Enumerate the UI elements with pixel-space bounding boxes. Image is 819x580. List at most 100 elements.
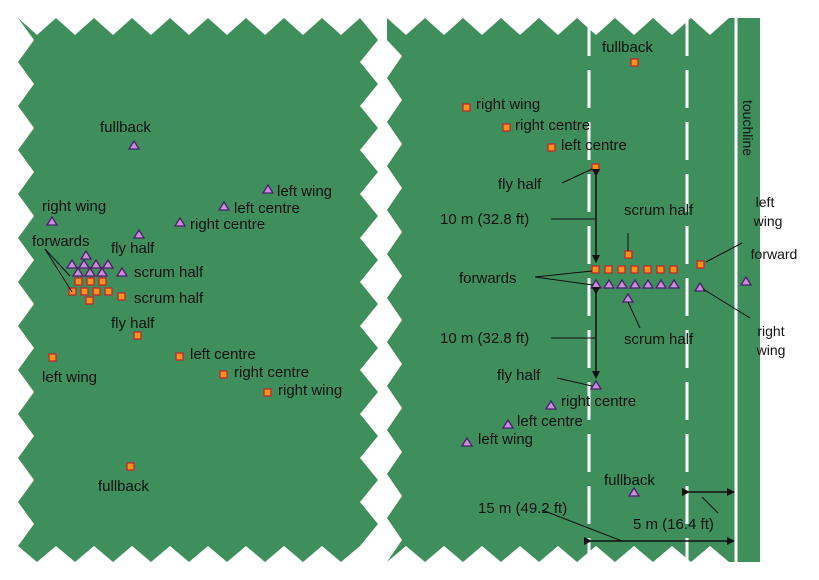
triangle-marker [739,275,753,286]
forwards-pointer [44,248,71,277]
triangle-marker [460,436,474,447]
label-right-centre: right centre [234,364,309,381]
square-marker [92,287,101,296]
forwards-pointer [44,248,73,293]
square-marker [591,265,600,274]
square-marker [462,103,471,112]
square-marker [48,353,57,362]
square-marker [643,265,652,274]
square-marker [591,163,600,172]
square-marker [86,277,95,286]
forwards-pointer [534,276,594,286]
square-marker [80,287,89,296]
triangle-marker [101,258,115,269]
label-right-wing-line1: right [757,323,784,339]
label-fly-half: fly half [111,240,155,257]
square-marker [117,292,126,301]
square-marker [74,277,83,286]
triangle-marker [89,258,103,269]
triangle-marker [127,139,141,150]
label-left-wing: left wing [478,431,533,448]
forwards-pointer [534,270,593,278]
label-fly-half: fly half [498,176,542,193]
triangle-marker [95,266,109,277]
triangle-marker [693,281,707,292]
label-right-wing: right wing [278,382,342,399]
label-forwards: forwards [32,233,90,250]
triangle-marker [79,249,93,260]
label-left-wing: left wing [277,183,332,200]
triangle-marker [45,215,59,226]
label-left-centre: left centre [190,346,256,363]
label-left-centre: left centre [517,413,583,430]
triangle-marker [173,216,187,227]
label-distance-5m: 5 m (16.4 ft) [633,516,714,533]
label-left-centre: left centre [234,200,300,217]
scrum-half-pointer [627,301,641,329]
triangle-marker [77,258,91,269]
left-pitch [18,18,378,562]
label-forwards: forwards [459,270,517,287]
square-marker [175,352,184,361]
square-marker [68,287,77,296]
square-marker [696,260,705,269]
triangle-marker [667,278,681,289]
label-distance-10m: 10 m (32.8 ft) [440,330,529,347]
triangle-marker [83,266,97,277]
triangle-marker [501,418,515,429]
triangle-marker [115,266,129,277]
label-fullback: fullback [100,119,151,136]
square-marker [85,296,94,305]
square-marker [219,370,228,379]
square-marker [630,265,639,274]
triangle-marker [132,228,146,239]
label-right-centre: right centre [190,216,265,233]
left-wing-pointer [705,242,743,263]
triangle-marker [615,278,629,289]
label-fullback: fullback [604,472,655,489]
label-forward: forward [751,246,798,262]
label-fly-half: fly half [111,315,155,332]
fly-half-pointer [561,168,593,184]
square-marker [104,287,113,296]
label-fullback: fullback [98,478,149,495]
label-left-wing: left wing [42,369,97,386]
triangle-marker [65,258,79,269]
square-marker [624,250,633,259]
left-panel: fullback right wing forwards fly half sc… [32,119,342,495]
label-distance-10m: 10 m (32.8 ft) [440,211,529,228]
triangle-marker [627,486,641,497]
label-scrum-half: scrum half [134,264,204,281]
label-distance-15m: 15 m (49.2 ft) [478,500,567,517]
label-right-wing-line2: wing [756,342,786,358]
label-left-wing-line2: wing [753,213,783,229]
square-marker [126,462,135,471]
dist-5-leader [701,496,719,514]
square-marker [604,265,613,274]
square-marker [133,331,142,340]
square-marker [669,265,678,274]
label-left-wing-line1: left [756,194,775,210]
label-fullback: fullback [602,39,653,56]
label-fly-half: fly half [497,367,541,384]
fly-half-pointer [556,377,593,387]
label-scrum-half: scrum half [624,331,694,348]
label-right-centre: right centre [561,393,636,410]
square-marker [502,123,511,132]
label-right-centre: right centre [515,117,590,134]
right-wing-pointer [702,288,751,319]
triangle-marker [654,278,668,289]
triangle-marker [261,183,275,194]
square-marker [547,143,556,152]
label-right-wing: right wing [42,198,106,215]
right-pitch [387,18,760,562]
label-touchline: touchline [740,100,756,156]
triangle-marker [641,278,655,289]
triangle-marker [602,278,616,289]
label-left-centre: left centre [561,137,627,154]
triangle-marker [71,266,85,277]
triangle-marker [217,200,231,211]
triangle-marker [544,399,558,410]
triangle-marker [628,278,642,289]
